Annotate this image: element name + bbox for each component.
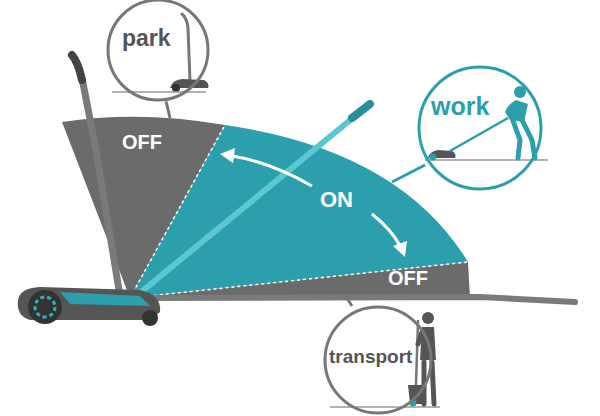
icon-wheel xyxy=(430,154,437,161)
handle-park xyxy=(72,55,120,296)
position-name: park xyxy=(122,26,171,51)
handle-grip xyxy=(72,55,82,80)
circle-ground xyxy=(417,65,543,191)
circle-outline xyxy=(417,65,543,191)
wheel xyxy=(28,290,62,324)
leader-line xyxy=(392,165,425,182)
position-circle: park xyxy=(106,0,210,102)
icon-handle xyxy=(450,118,508,151)
arrow-head xyxy=(393,241,407,257)
off-sector xyxy=(130,262,470,298)
circle-border xyxy=(108,0,208,100)
state-label: OFF xyxy=(388,267,428,289)
state-label: OFF xyxy=(122,131,162,153)
label-holder: ON xyxy=(320,188,353,212)
icon-ground xyxy=(425,159,548,161)
position-circle: work xyxy=(417,65,543,191)
icon-ground xyxy=(112,91,206,93)
arrow-head xyxy=(220,148,235,163)
handle-work xyxy=(135,112,360,297)
icon-body xyxy=(505,100,528,122)
icon-wheel xyxy=(172,84,180,92)
icon-handle xyxy=(416,320,418,385)
on-sector xyxy=(130,125,468,298)
mower-stripe xyxy=(60,292,150,306)
position-name: work xyxy=(431,93,489,121)
circle-border xyxy=(325,307,431,413)
circle-ground xyxy=(323,305,433,415)
position-name: transport xyxy=(329,347,412,368)
icon-legs xyxy=(512,118,535,158)
label-holder: OFF xyxy=(122,131,162,153)
circle-border xyxy=(419,67,541,189)
arrow xyxy=(232,156,312,186)
wheel-ring xyxy=(35,297,55,317)
label-holder: OFF xyxy=(388,267,428,289)
icon-handle xyxy=(182,14,190,82)
state-label: ON xyxy=(320,188,353,212)
leader-line xyxy=(345,295,352,306)
icon-ground xyxy=(330,406,440,408)
icon-head xyxy=(422,312,434,324)
position-circle: transport xyxy=(323,305,433,415)
divider xyxy=(130,262,468,298)
handle-grip xyxy=(352,104,370,118)
arrow xyxy=(372,214,400,246)
wheel xyxy=(142,310,158,326)
leader-line xyxy=(166,101,170,118)
circle-ground xyxy=(106,0,210,102)
handle-transport xyxy=(150,297,575,302)
